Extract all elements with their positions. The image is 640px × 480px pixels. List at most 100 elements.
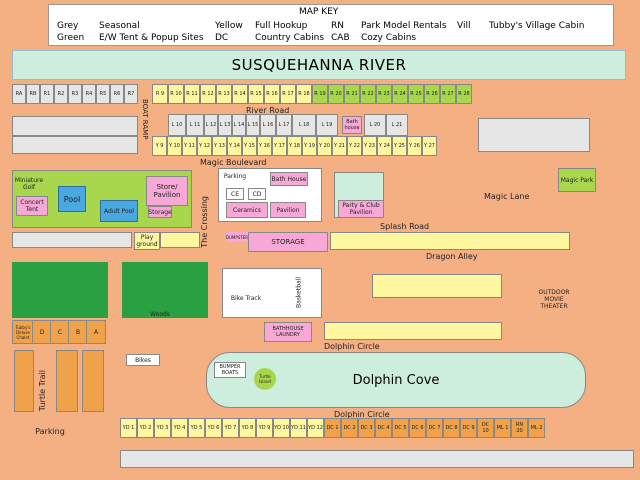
lot-yd8[interactable]: YD 8 (239, 418, 256, 438)
lot-yd9[interactable]: YD 9 (256, 418, 273, 438)
lot-dc1[interactable]: DC 1 (324, 418, 341, 438)
lot-l21[interactable]: L 21 (386, 114, 408, 136)
lot-r19[interactable]: R 19 (312, 84, 328, 104)
lot-r12[interactable]: R 12 (200, 84, 216, 104)
lot-r26[interactable]: R 26 (424, 84, 440, 104)
lot-l10[interactable]: L 10 (168, 114, 186, 136)
lot-yd2[interactable]: YD 2 (137, 418, 154, 438)
lot-y10[interactable]: Y 10 (167, 136, 182, 156)
lot-y21[interactable]: Y 21 (332, 136, 347, 156)
lot-y23[interactable]: Y 23 (362, 136, 377, 156)
lot-yd5[interactable]: YD 5 (188, 418, 205, 438)
lot-r17[interactable]: R 17 (280, 84, 296, 104)
lot-dc7[interactable]: DC 7 (426, 418, 443, 438)
lot-ra[interactable]: RA (12, 84, 26, 104)
lot-y12[interactable]: Y 12 (197, 136, 212, 156)
lot-yd6[interactable]: YD 6 (205, 418, 222, 438)
lot-l18[interactable]: L 18 (292, 114, 316, 136)
lot-l16[interactable]: L 16 (260, 114, 276, 136)
lot-dc3[interactable]: DC 3 (358, 418, 375, 438)
lot-r1[interactable]: R1 (40, 84, 54, 104)
lot-r3[interactable]: R3 (68, 84, 82, 104)
lot-y22[interactable]: Y 22 (347, 136, 362, 156)
ce[interactable]: CE (226, 188, 244, 200)
lot-y14[interactable]: Y 14 (227, 136, 242, 156)
lot-r28[interactable]: R 28 (456, 84, 472, 104)
lot-l11[interactable]: L 11 (186, 114, 204, 136)
lot-l20[interactable]: L 20 (364, 114, 386, 136)
cabin-d[interactable]: D (32, 320, 52, 344)
lot-r25[interactable]: R 25 (408, 84, 424, 104)
lot-r6[interactable]: R6 (110, 84, 124, 104)
lot-rb[interactable]: RB (26, 84, 40, 104)
lot-r7[interactable]: R7 (124, 84, 138, 104)
lot-dc4[interactable]: DC 4 (375, 418, 392, 438)
lot-yd1[interactable]: YD 1 (120, 418, 137, 438)
lot-r2[interactable]: R2 (54, 84, 68, 104)
lot-y20[interactable]: Y 20 (317, 136, 332, 156)
rn-row-2 (82, 350, 104, 412)
key-tent: E/W Tent & Popup Sites (99, 33, 204, 43)
lot-ml2[interactable]: ML 2 (528, 418, 545, 438)
lot-l14[interactable]: L 14 (232, 114, 246, 136)
tubbys-chalet[interactable]: Tubby's Deluxe Chalet (12, 320, 34, 344)
lot-r14[interactable]: R 14 (232, 84, 248, 104)
lot-yd12[interactable]: YD 12 (307, 418, 324, 438)
lot-r15[interactable]: R 15 (248, 84, 264, 104)
lot-l19[interactable]: L 19 (316, 114, 338, 136)
lot-l17[interactable]: L 17 (276, 114, 292, 136)
lot-r23[interactable]: R 23 (376, 84, 392, 104)
lot-y24[interactable]: Y 24 (377, 136, 392, 156)
lot-y15[interactable]: Y 15 (242, 136, 257, 156)
lot-y19[interactable]: Y 19 (302, 136, 317, 156)
da-row (372, 274, 502, 298)
cd[interactable]: CD (248, 188, 266, 200)
vill-row (56, 350, 78, 412)
lot-r24[interactable]: R 24 (392, 84, 408, 104)
lot-r5[interactable]: R5 (96, 84, 110, 104)
lot-l15[interactable]: L 15 (246, 114, 260, 136)
lot-y13[interactable]: Y 13 (212, 136, 227, 156)
lot-ml1[interactable]: ML 1 (494, 418, 511, 438)
lot-r13[interactable]: R 13 (216, 84, 232, 104)
lot-r20[interactable]: R 20 (328, 84, 344, 104)
lot-yd7[interactable]: YD 7 (222, 418, 239, 438)
lot-yd10[interactable]: YD 10 (273, 418, 290, 438)
lot-dc6[interactable]: DC 6 (409, 418, 426, 438)
key-tubbys: Tubby's Village Cabin (489, 21, 585, 31)
lot-dc5[interactable]: DC 5 (392, 418, 409, 438)
lot-r22[interactable]: R 22 (360, 84, 376, 104)
lot-y27[interactable]: Y 27 (422, 136, 437, 156)
lot-r21[interactable]: R 21 (344, 84, 360, 104)
lot-r11[interactable]: R 11 (184, 84, 200, 104)
lot-dc10[interactable]: DC 10 (477, 418, 494, 438)
lot-r18[interactable]: R 18 (296, 84, 312, 104)
lot-r10[interactable]: R 10 (168, 84, 184, 104)
lot-dc8[interactable]: DC 8 (443, 418, 460, 438)
lot-y9[interactable]: Y 9 (152, 136, 167, 156)
turtle-island: Turtle Island (254, 368, 276, 390)
lot-y18[interactable]: Y 18 (287, 136, 302, 156)
lot-y11[interactable]: Y 11 (182, 136, 197, 156)
lot-r4[interactable]: R4 (82, 84, 96, 104)
lot-r9[interactable]: R 9 (152, 84, 168, 104)
lot-dc2[interactable]: DC 2 (341, 418, 358, 438)
lot-dc9[interactable]: DC 9 (460, 418, 477, 438)
key-cab: CAB (331, 33, 350, 43)
lot-y25[interactable]: Y 25 (392, 136, 407, 156)
lot-l12[interactable]: L 12 (204, 114, 218, 136)
outdoor-theater: OUTDOOR MOVIE THEATER (538, 288, 570, 310)
lot-y16[interactable]: Y 16 (257, 136, 272, 156)
cabin-c[interactable]: C (50, 320, 70, 344)
cabin-b[interactable]: B (68, 320, 88, 344)
lot-l13[interactable]: L 13 (218, 114, 232, 136)
lot-yd4[interactable]: YD 4 (171, 418, 188, 438)
lot-r16[interactable]: R 16 (264, 84, 280, 104)
lot-y26[interactable]: Y 26 (407, 136, 422, 156)
lot-rn20[interactable]: RN 20 (511, 418, 528, 438)
lot-y17[interactable]: Y 17 (272, 136, 287, 156)
lot-yd3[interactable]: YD 3 (154, 418, 171, 438)
cabin-a[interactable]: A (86, 320, 106, 344)
lot-yd11[interactable]: YD 11 (290, 418, 307, 438)
lot-r27[interactable]: R 27 (440, 84, 456, 104)
